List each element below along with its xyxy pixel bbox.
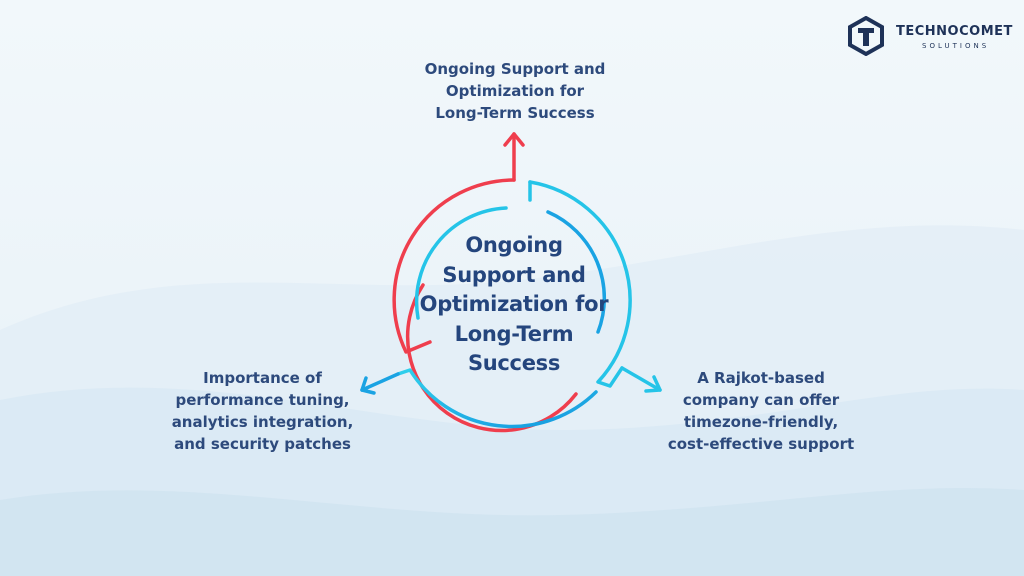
brand-name: TECHNOCOMET (896, 24, 1013, 39)
blue-outer-arc (396, 368, 598, 429)
center-title-line: Optimization for (419, 292, 609, 316)
cyan-arrow-head (644, 375, 662, 393)
node-right-line: company can offer (682, 391, 840, 409)
node-left-line: performance tuning, (175, 391, 350, 409)
red-arrow-head (503, 132, 525, 147)
cyan-outer-arc (528, 180, 632, 388)
node-right-line: A Rajkot-based (697, 369, 825, 387)
node-right-label: A Rajkot-based company can offer timezon… (655, 367, 867, 455)
blue-arrow-shaft (360, 372, 400, 392)
cyan-inner-arc-left (414, 206, 508, 320)
node-right-line: cost-effective support (667, 435, 855, 453)
center-title: Ongoing Support and Optimization for Lon… (414, 231, 614, 379)
node-top-line: Optimization for (445, 82, 585, 100)
node-top-line: Ongoing Support and (424, 60, 606, 78)
cyan-inner-arc (546, 210, 607, 334)
node-left-line: and security patches (174, 435, 351, 453)
node-top-label: Ongoing Support and Optimization for Lon… (395, 58, 635, 124)
center-title-line: Ongoing (465, 233, 563, 257)
center-title-line: Support and (442, 262, 586, 287)
node-top-line: Long-Term Success (435, 104, 595, 122)
background-wave-3 (0, 487, 1024, 576)
node-left-line: Importance of (203, 369, 322, 387)
blue-arrow-head (360, 376, 376, 395)
node-left-label: Importance of performance tuning, analyt… (160, 367, 365, 455)
technocomet-logo-icon (848, 16, 884, 56)
red-outer-arc (392, 178, 516, 354)
center-title-line: Long-Term (454, 321, 574, 346)
brand-tagline: SOLUTIONS (922, 42, 990, 50)
center-title-line: Success (467, 351, 561, 375)
brand-logo: TECHNOCOMET SOLUTIONS (846, 16, 1016, 56)
cyan-arrow-shaft (620, 366, 662, 392)
node-right-line: timezone-friendly, (683, 413, 839, 431)
node-left-line: analytics integration, (171, 413, 354, 431)
